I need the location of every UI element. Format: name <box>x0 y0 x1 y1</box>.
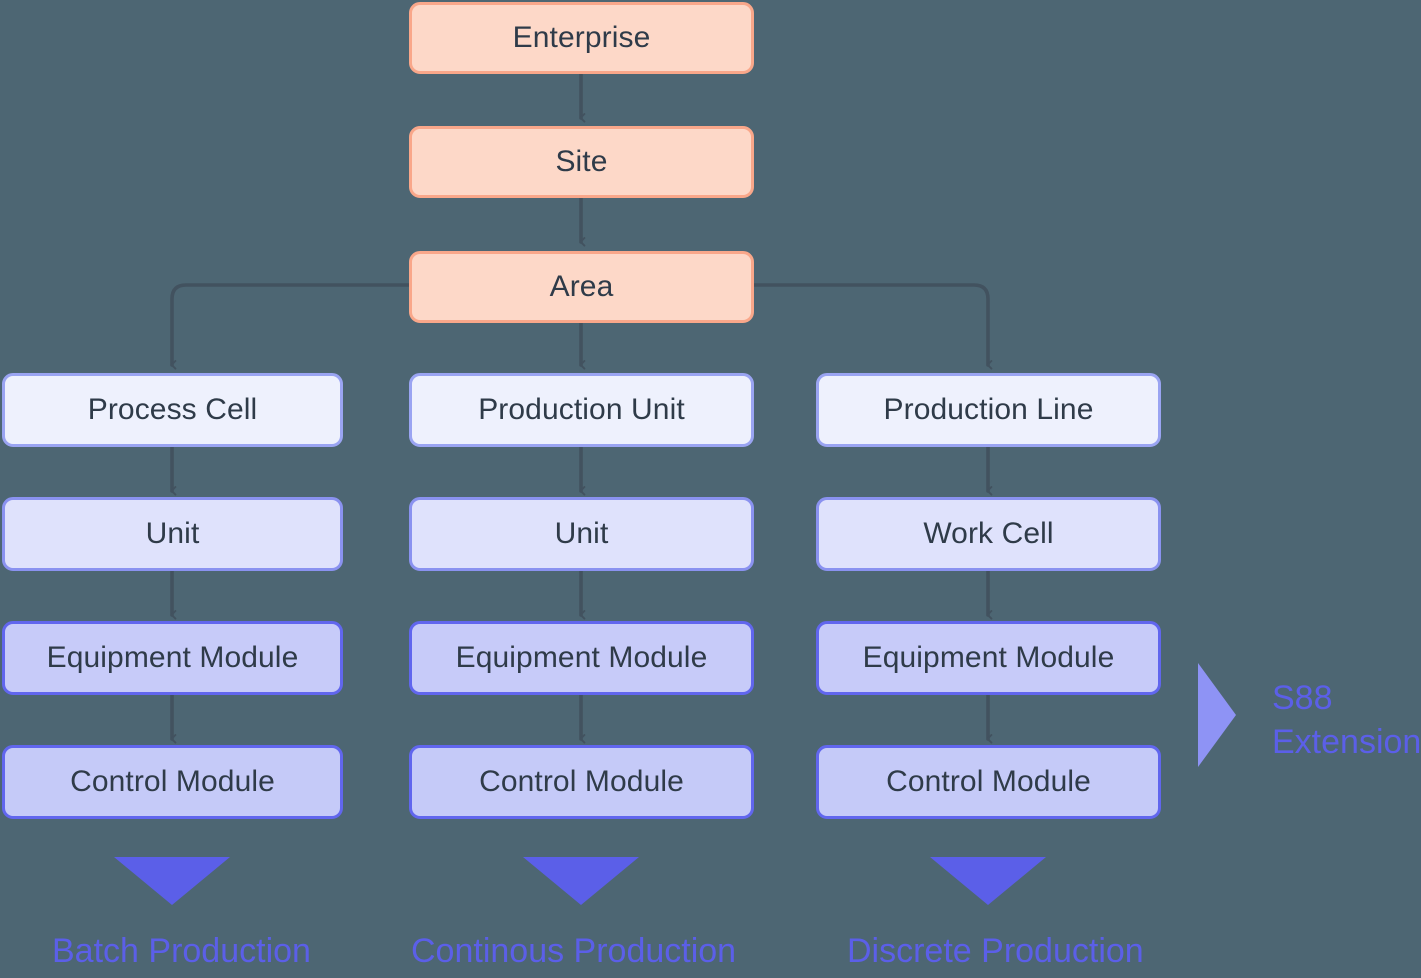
node-equipment-module-discrete-label: Equipment Module <box>862 641 1115 674</box>
node-control-module-discrete-label: Control Module <box>886 765 1091 798</box>
node-unit-continuous-label: Unit <box>554 517 609 550</box>
s88-extension-annotation: S88 Extension <box>1272 676 1421 764</box>
node-process-cell[interactable]: Process Cell <box>2 373 343 447</box>
node-control-module-discrete[interactable]: Control Module <box>816 745 1161 819</box>
caption-batch-production-label: Batch Production <box>52 932 311 970</box>
node-production-unit-label: Production Unit <box>478 393 685 426</box>
node-equipment-module-batch[interactable]: Equipment Module <box>2 621 343 695</box>
node-production-line-label: Production Line <box>883 393 1094 426</box>
edge-area-production-line <box>751 283 993 370</box>
node-area-label: Area <box>549 270 614 303</box>
node-process-cell-label: Process Cell <box>87 393 258 426</box>
node-control-module-continuous[interactable]: Control Module <box>409 745 754 819</box>
node-equipment-module-discrete[interactable]: Equipment Module <box>816 621 1161 695</box>
s88-extension-arrow-icon <box>1198 663 1236 767</box>
node-enterprise[interactable]: Enterprise <box>409 2 754 74</box>
node-site[interactable]: Site <box>409 126 754 198</box>
node-site-label: Site <box>555 145 608 178</box>
node-equipment-module-continuous-label: Equipment Module <box>455 641 708 674</box>
caption-batch-production: Batch Production <box>52 932 311 971</box>
discrete-outcome-arrow-icon <box>930 857 1046 905</box>
node-unit-batch[interactable]: Unit <box>2 497 343 571</box>
node-equipment-module-continuous[interactable]: Equipment Module <box>409 621 754 695</box>
node-production-unit[interactable]: Production Unit <box>409 373 754 447</box>
node-unit-continuous[interactable]: Unit <box>409 497 754 571</box>
node-unit-batch-label: Unit <box>145 517 200 550</box>
node-control-module-continuous-label: Control Module <box>479 765 684 798</box>
node-area[interactable]: Area <box>409 251 754 323</box>
edge-area-process-cell <box>170 283 411 370</box>
node-control-module-batch[interactable]: Control Module <box>2 745 343 819</box>
node-production-line[interactable]: Production Line <box>816 373 1161 447</box>
caption-continuous-production: Continous Production <box>411 932 736 971</box>
caption-continuous-production-label: Continous Production <box>411 932 737 970</box>
node-equipment-module-batch-label: Equipment Module <box>46 641 299 674</box>
batch-outcome-arrow-icon <box>114 857 230 905</box>
s88-extension-line-1: S88 <box>1272 679 1333 717</box>
node-enterprise-label: Enterprise <box>512 21 651 54</box>
node-work-cell-label: Work Cell <box>923 517 1054 550</box>
caption-discrete-production: Discrete Production <box>847 932 1144 971</box>
continuous-outcome-arrow-icon <box>523 857 639 905</box>
caption-discrete-production-label: Discrete Production <box>847 932 1144 970</box>
node-control-module-batch-label: Control Module <box>70 765 275 798</box>
node-work-cell[interactable]: Work Cell <box>816 497 1161 571</box>
s88-extension-line-2: Extension <box>1272 723 1421 761</box>
